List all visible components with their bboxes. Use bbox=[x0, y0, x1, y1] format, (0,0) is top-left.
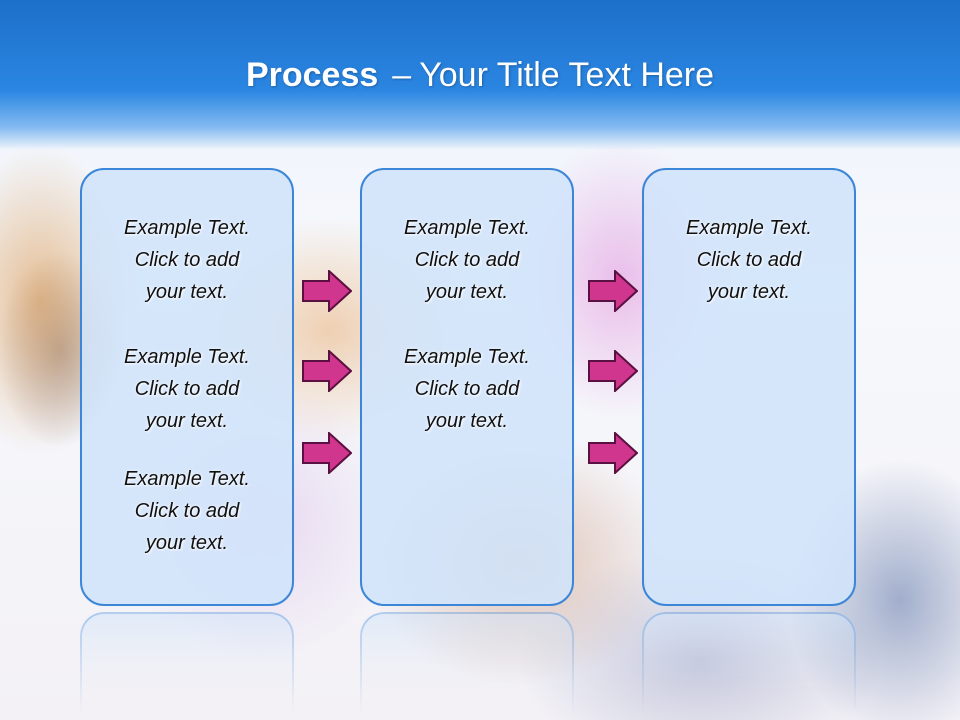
text-line: your text. bbox=[425, 281, 509, 303]
title-bold: Process bbox=[245, 56, 379, 94]
process-panel-2[interactable]: Example Text. Click to add your text. Ex… bbox=[360, 168, 574, 606]
text-block[interactable]: Example Text. Click to add your text. bbox=[82, 463, 292, 559]
text-line: Example Text. bbox=[124, 468, 250, 490]
text-line: Example Text. bbox=[686, 217, 812, 239]
text-block[interactable]: Example Text. Click to add your text. bbox=[362, 341, 572, 437]
text-block[interactable]: Example Text. Click to add your text. bbox=[82, 212, 292, 308]
text-line: your text. bbox=[425, 410, 509, 432]
process-panel-3[interactable]: Example Text. Click to add your text. bbox=[642, 168, 856, 606]
text-line: Click to add bbox=[696, 249, 802, 271]
text-line: Click to add bbox=[414, 249, 520, 271]
panel-reflection bbox=[360, 612, 574, 720]
right-arrow-icon bbox=[588, 432, 638, 474]
text-block[interactable]: Example Text. Click to add your text. bbox=[362, 212, 572, 308]
slide-title[interactable]: Process–Your Title Text Here bbox=[0, 52, 960, 98]
text-line: Example Text. bbox=[124, 346, 250, 368]
text-line: your text. bbox=[707, 281, 791, 303]
text-block[interactable]: Example Text. Click to add your text. bbox=[82, 341, 292, 437]
process-panel-1[interactable]: Example Text. Click to add your text. Ex… bbox=[80, 168, 294, 606]
text-line: your text. bbox=[145, 281, 229, 303]
title-dash: – bbox=[392, 56, 412, 94]
text-line: Click to add bbox=[134, 378, 240, 400]
text-line: Click to add bbox=[134, 500, 240, 522]
panel-reflection bbox=[642, 612, 856, 720]
text-block[interactable]: Example Text. Click to add your text. bbox=[644, 212, 854, 308]
text-line: your text. bbox=[145, 410, 229, 432]
text-line: Click to add bbox=[134, 249, 240, 271]
text-line: your text. bbox=[145, 532, 229, 554]
title-rest: Your Title Text Here bbox=[419, 56, 715, 94]
right-arrow-icon bbox=[302, 432, 352, 474]
text-line: Example Text. bbox=[404, 346, 530, 368]
title-bar bbox=[0, 0, 960, 150]
text-line: Example Text. bbox=[124, 217, 250, 239]
panel-reflection bbox=[80, 612, 294, 720]
text-line: Example Text. bbox=[404, 217, 530, 239]
text-line: Click to add bbox=[414, 378, 520, 400]
right-arrow-icon bbox=[588, 270, 638, 312]
right-arrow-icon bbox=[302, 350, 352, 392]
right-arrow-icon bbox=[588, 350, 638, 392]
right-arrow-icon bbox=[302, 270, 352, 312]
